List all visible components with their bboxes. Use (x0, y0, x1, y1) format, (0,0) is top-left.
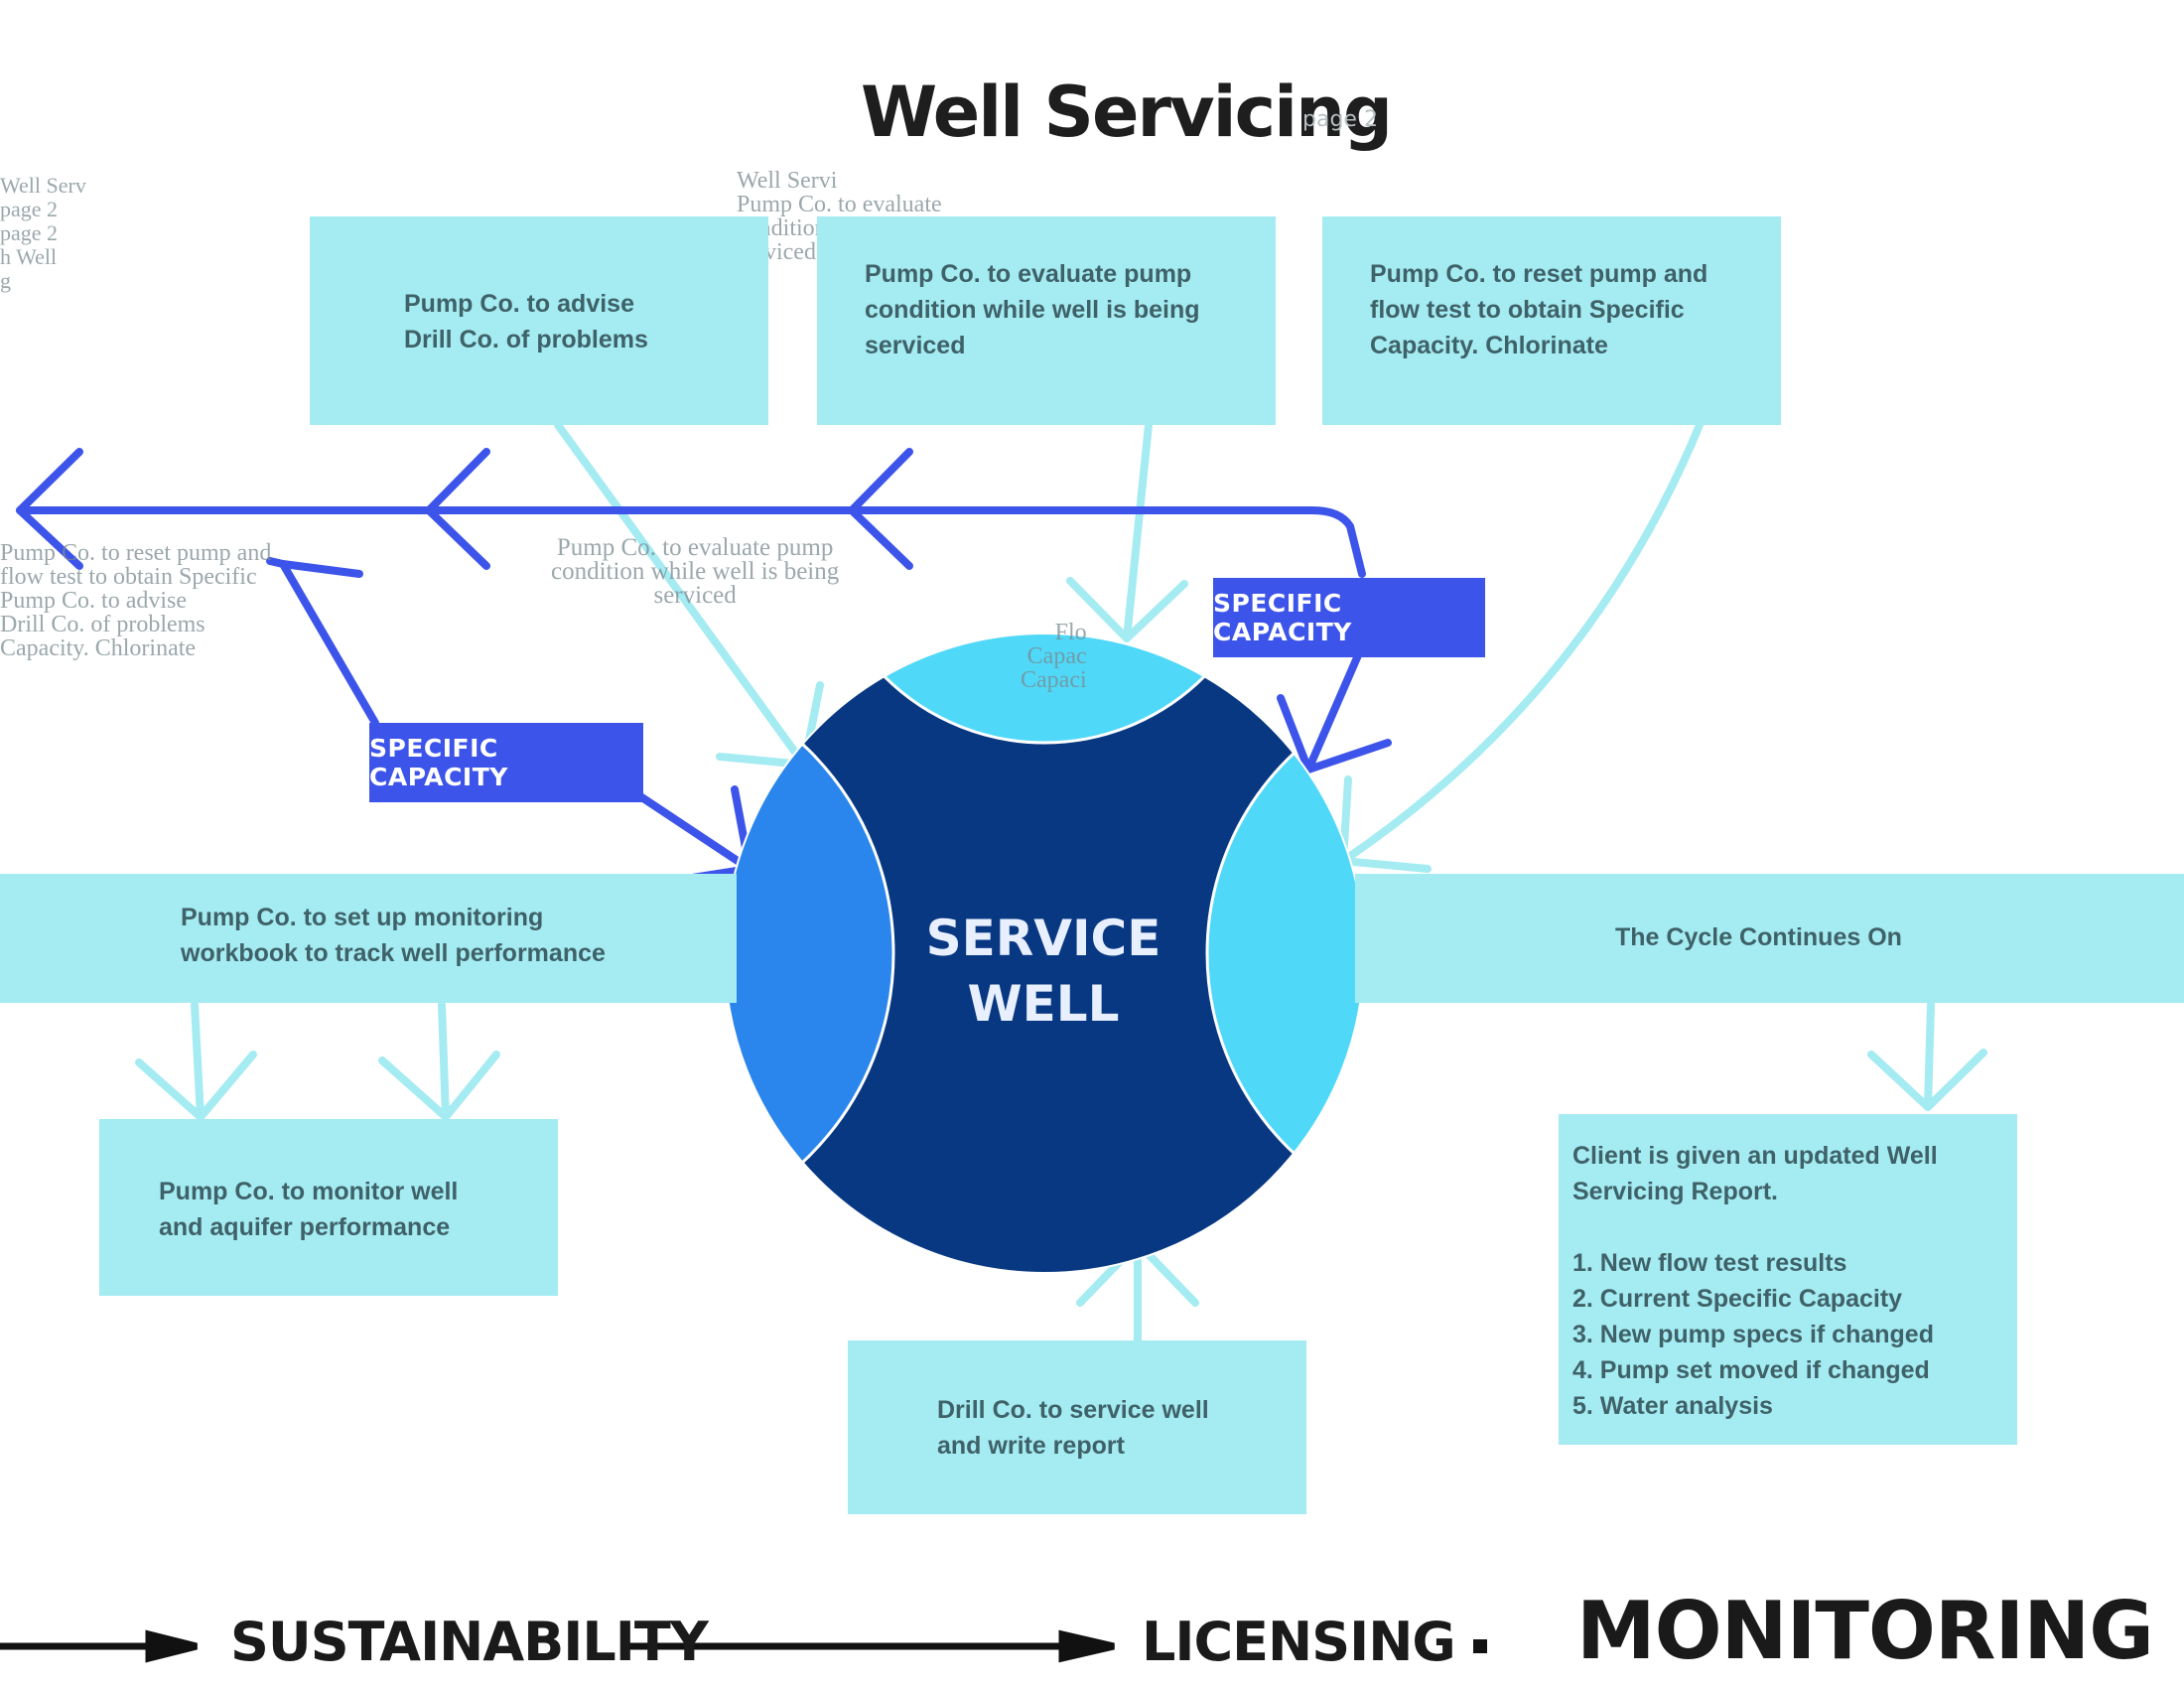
ghost-text-mid-left: Pump Co. to reset pump and flow test to … (0, 540, 272, 661)
box-advise-drill-co: Pump Co. to advise Drill Co. of problems (310, 216, 768, 425)
arrow-setup-to-monitor-2 (438, 1001, 450, 1121)
arrow-cycle-to-report-head (1867, 1049, 1987, 1111)
page-title: Well Servicing (861, 71, 1393, 153)
tag-specific-capacity-left: SPECIFIC CAPACITY (369, 723, 643, 802)
arrow-tagleft-up (279, 560, 379, 727)
arrow-chevron-3 (848, 448, 913, 570)
box-evaluate-text: Pump Co. to evaluate pump condition whil… (865, 260, 1200, 359)
box-reset-pump: Pump Co. to reset pump and flow test to … (1322, 216, 1781, 425)
service-well-line1: SERVICE (925, 910, 1161, 967)
arrow-advise-to-circle (554, 421, 808, 769)
box-client-report: Client is given an updated Well Servicin… (1559, 1114, 2017, 1445)
arrow-setup-to-monitor-1-head (135, 1051, 257, 1121)
arrow-evaluate-to-circle-head (1066, 577, 1188, 642)
box-monitor-text: Pump Co. to monitor well and aquifer per… (159, 1178, 459, 1241)
tag-specific-capacity-right: SPECIFIC CAPACITY (1213, 578, 1485, 657)
circle-top-segment (816, 633, 1273, 745)
arrow-setup-to-monitor-2-head (378, 1051, 500, 1121)
ghost-text-mid-right: Flo Capac Capaci (1021, 620, 1087, 693)
service-well-line2: WELL (967, 975, 1120, 1033)
box-monitoring-setup-text: Pump Co. to set up monitoring workbook t… (181, 904, 606, 967)
arrow-reset-to-circle (1339, 421, 1704, 865)
box-advise-text: Pump Co. to advise Drill Co. of problems (404, 290, 648, 353)
page-note: page 2 (1302, 107, 1378, 132)
footer-sustainability: SUSTAINABILITY (230, 1611, 709, 1673)
box-monitor-well: Pump Co. to monitor well and aquifer per… (99, 1119, 558, 1296)
service-well-label: SERVICE WELL (894, 906, 1192, 1037)
ghost-text-mid-center: Pump Co. to evaluate pump condition whil… (551, 534, 840, 609)
arrow-tagleft-up-head (266, 557, 363, 578)
box-report-text: Client is given an updated Well Servicin… (1572, 1142, 1938, 1420)
footer-licensing: LICENSING (1142, 1611, 1456, 1673)
arrow-chevron-1 (16, 448, 83, 570)
box-drill-text: Drill Co. to service well and write repo… (937, 1396, 1209, 1460)
arrow-cycle-to-report (1924, 1001, 1935, 1111)
arrow-tagleft-to-circle (636, 792, 753, 873)
footer-monitoring: MONITORING (1576, 1585, 2154, 1677)
box-drill-service: Drill Co. to service well and write repo… (848, 1340, 1306, 1514)
box-cycle-text: The Cycle Continues On (1615, 923, 1902, 951)
box-reset-text: Pump Co. to reset pump and flow test to … (1370, 260, 1708, 359)
box-cycle-continues: The Cycle Continues On (1355, 874, 2184, 1003)
box-evaluate-pump: Pump Co. to evaluate pump condition whil… (817, 216, 1276, 425)
arrow-tagright-to-left (16, 506, 1366, 578)
arrow-tagright-down (1304, 651, 1362, 774)
box-monitoring-setup: Pump Co. to set up monitoring workbook t… (0, 874, 737, 1003)
arrow-setup-to-monitor-1 (191, 1001, 205, 1121)
arrow-chevron-2 (425, 448, 490, 570)
footer-bullet (1473, 1639, 1487, 1653)
arrow-evaluate-to-circle (1123, 421, 1153, 642)
arrow-tagright-down-head (1277, 694, 1392, 774)
ghost-text-top-left: Well Serv page 2 page 2 h Well g (0, 173, 86, 293)
